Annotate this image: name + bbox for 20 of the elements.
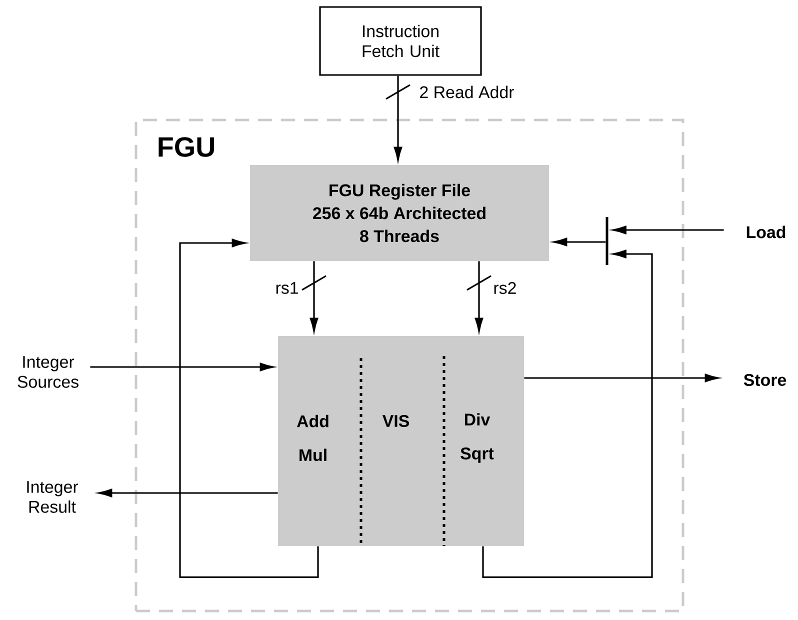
mux-bar: [606, 217, 608, 265]
arrow: [394, 76, 402, 161]
arrow: [90, 362, 274, 372]
arrow: [474, 261, 484, 332]
unit-box: Instruction Fetch Unit: [319, 6, 482, 76]
execution-unit-box: Add Mul VIS Div Sqrt: [278, 336, 524, 546]
signal-label: Store: [744, 374, 786, 386]
signal-label: Integer Result: [27, 481, 78, 513]
signal-label: Integer Sources: [18, 356, 78, 388]
edge-label: 2 Read Addr: [418, 84, 516, 100]
edge-label: rs2: [492, 281, 518, 295]
edge-label: rs1: [274, 281, 300, 295]
arrow: [482, 250, 653, 578]
arrow: [98, 488, 278, 498]
arrow: [179, 238, 319, 578]
arrow: [524, 374, 719, 382]
register-file-box: FGU Register File 256 x 64b Architected 8 Threads: [250, 165, 549, 261]
signal-label: Load: [746, 226, 786, 238]
arrow: [310, 261, 318, 332]
arrow: [553, 238, 606, 246]
